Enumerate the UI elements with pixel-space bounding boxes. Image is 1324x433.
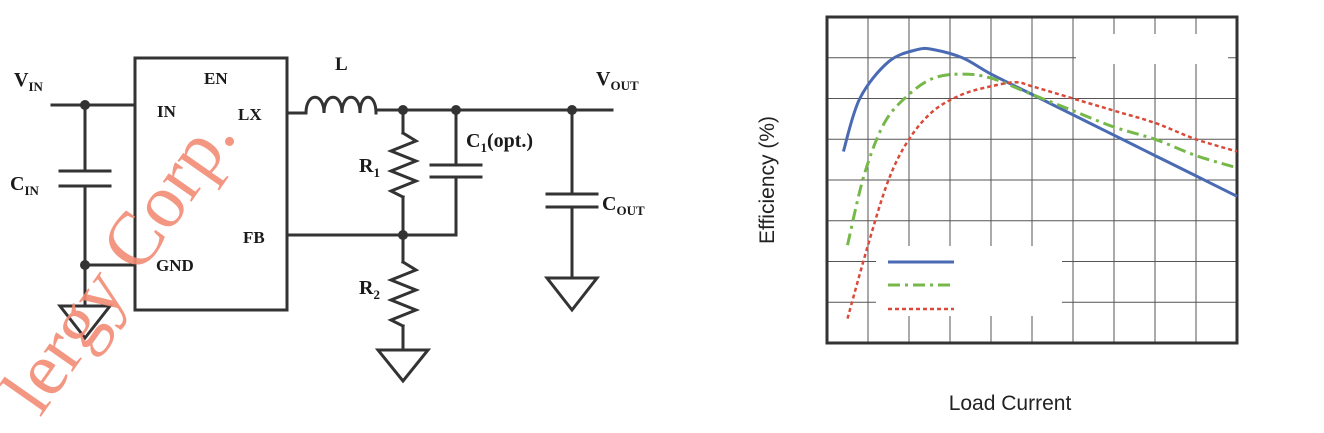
junction-gnd — [80, 260, 90, 270]
efficiency-chart: Load Current Efficiency (%) — [756, 15, 1239, 415]
chart-grid — [827, 17, 1237, 343]
series-line-1 — [841, 46, 1238, 198]
junctions — [80, 100, 577, 270]
pin-in-label: IN — [157, 102, 177, 121]
plot-frame — [825, 15, 1239, 345]
junction-fb — [398, 230, 408, 240]
series-line-2 — [846, 72, 1238, 246]
ground-symbol-r2 — [374, 348, 432, 384]
r1-zigzag — [386, 130, 421, 200]
junction-vin — [80, 100, 90, 110]
cout-label: COUT — [602, 193, 645, 218]
c1-label: C1(opt.) — [466, 130, 533, 155]
vout-label: VOUT — [596, 68, 639, 93]
r2-label: R2 — [359, 277, 380, 302]
pin-gnd-label: GND — [156, 256, 194, 275]
ground-symbol-cin — [56, 304, 114, 341]
pin-lx-label: LX — [238, 105, 262, 124]
chart-legend — [888, 260, 954, 311]
cin-label: CIN — [10, 173, 40, 198]
x-axis-label: Load Current — [949, 392, 1072, 415]
vin-label: VIN — [14, 69, 44, 94]
series-line-3 — [846, 80, 1238, 319]
junction-lx — [398, 105, 408, 115]
schematic-labels: VIN EN IN LX FB GND L VOUT C1(opt.) CIN … — [10, 54, 645, 302]
watermark-text: lergy Corp. — [0, 97, 252, 428]
blank-top-right — [1076, 34, 1228, 64]
inductor-coil — [304, 95, 378, 115]
chart-series — [841, 46, 1238, 319]
pin-fb-label: FB — [243, 228, 265, 247]
ic-box — [133, 56, 289, 312]
legend-box — [876, 246, 1062, 316]
junction-c1 — [451, 105, 461, 115]
junction-vout — [567, 105, 577, 115]
ground-symbol-cout — [543, 276, 601, 313]
pin-en-label: EN — [204, 69, 228, 88]
inductor-label: L — [335, 54, 348, 75]
r1-label: R1 — [359, 155, 380, 180]
y-axis-label: Efficiency (%) — [756, 116, 779, 244]
r2-zigzag — [386, 259, 421, 329]
